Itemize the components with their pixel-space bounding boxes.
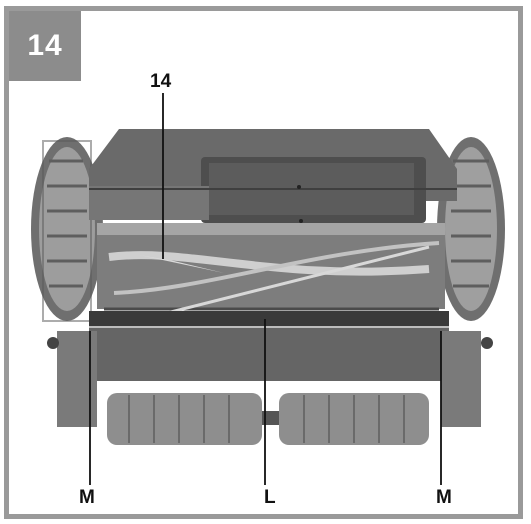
callout-leader-lines [89, 93, 442, 485]
left-bracket [57, 331, 97, 427]
bottom-blade-bar [89, 311, 449, 381]
lawnmower-photo [31, 93, 505, 485]
front-roller [107, 393, 429, 445]
callout-m-right: M [436, 487, 452, 508]
callout-l: L [264, 487, 276, 508]
step-number-badge: 14 [9, 11, 81, 81]
left-bolt [47, 337, 59, 349]
left-wheel [31, 137, 103, 322]
right-bolt [481, 337, 493, 349]
cutting-reel [97, 223, 445, 317]
right-bracket [441, 331, 481, 427]
housing [89, 129, 457, 223]
figure-frame: 14 [4, 6, 523, 519]
callout-m-left: M [79, 487, 95, 508]
callout-14: 14 [150, 71, 172, 92]
